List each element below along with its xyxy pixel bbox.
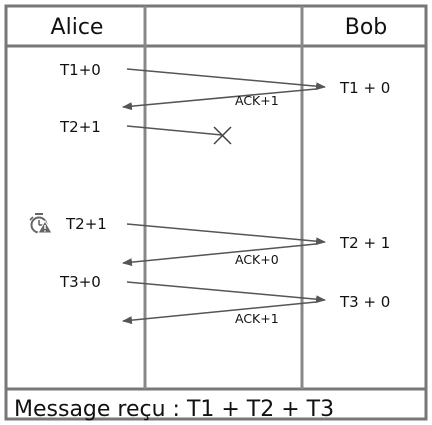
sender-label-4: T3+0 xyxy=(59,273,101,291)
lost-packet-x-icon xyxy=(213,126,232,145)
header-alice: Alice xyxy=(51,15,104,40)
timer-warning-icon xyxy=(29,213,53,234)
outer-border xyxy=(4,4,428,421)
ack-label-4: ACK+1 xyxy=(235,311,279,326)
receiver-label-4: T3 + 0 xyxy=(339,293,390,311)
sender-label-1: T1+0 xyxy=(59,61,101,79)
arrow-send-1 xyxy=(126,68,326,91)
arrow-ack-4 xyxy=(122,301,317,325)
sender-label-2: T2+1 xyxy=(59,118,101,136)
arrow-send-lost xyxy=(126,125,223,136)
header-bob: Bob xyxy=(345,15,388,40)
sender-label-3: T2+1 xyxy=(65,215,107,233)
receiver-label-3: T2 + 1 xyxy=(339,234,390,252)
arrow-send-3 xyxy=(126,223,326,246)
ack-label-1: ACK+1 xyxy=(235,93,279,108)
arrow-ack-1 xyxy=(122,88,317,111)
footer-message: Message reçu : T1 + T2 + T3 xyxy=(14,397,334,422)
arrow-send-4 xyxy=(126,281,326,304)
receiver-label-1: T1 + 0 xyxy=(339,79,390,97)
arrow-ack-3 xyxy=(122,243,317,267)
ack-label-3: ACK+0 xyxy=(235,252,279,267)
